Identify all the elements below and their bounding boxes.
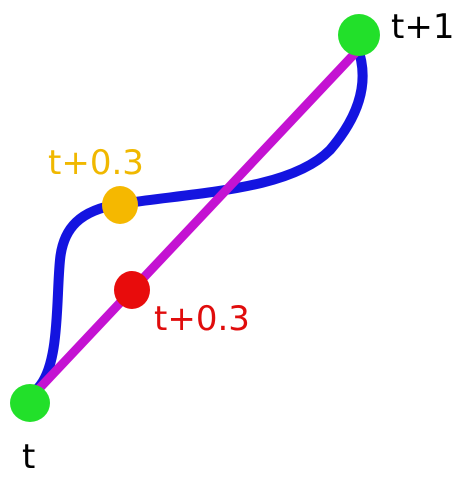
- linear-interpolated-point: [114, 271, 150, 309]
- end-point: [338, 14, 380, 56]
- curve-interpolated-point: [102, 186, 138, 224]
- curved-path: [33, 41, 368, 393]
- curve-point-label: t+0.3: [48, 143, 144, 183]
- start-label: t: [22, 437, 36, 477]
- end-label: t+1: [391, 7, 455, 47]
- start-point: [10, 384, 50, 422]
- straight-path: [31, 45, 363, 397]
- linear-point-label: t+0.3: [154, 299, 250, 339]
